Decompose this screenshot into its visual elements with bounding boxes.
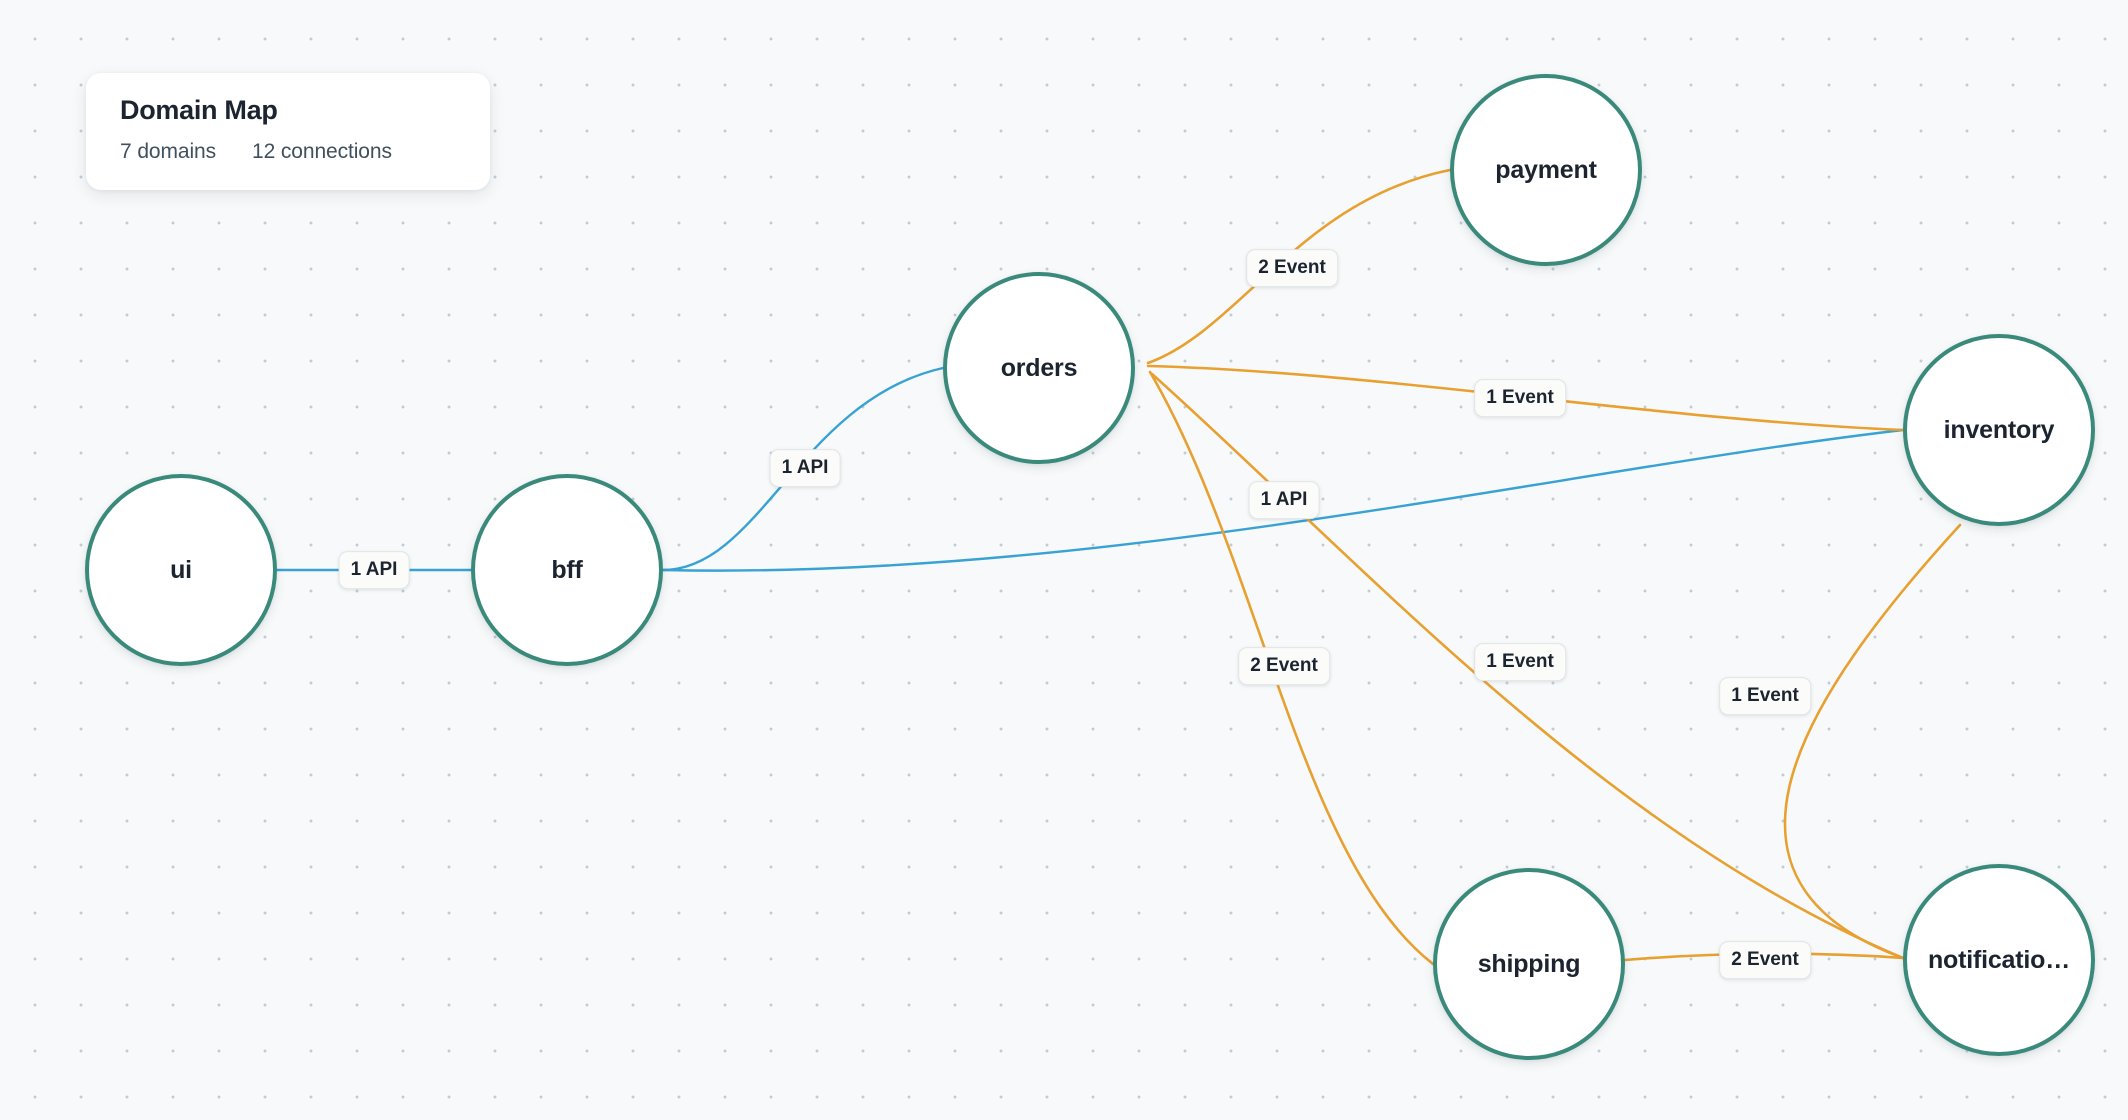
- node-label-payment: payment: [1495, 155, 1597, 184]
- node-payment[interactable]: payment: [1450, 74, 1642, 266]
- node-shipping[interactable]: shipping: [1433, 868, 1625, 1060]
- edge-label-shipping-notification[interactable]: 2 Event: [1719, 941, 1811, 979]
- card-stats: 7 domains 12 connections: [120, 140, 456, 164]
- edge-label-inventory-notification[interactable]: 1 Event: [1719, 677, 1811, 715]
- node-orders[interactable]: orders: [943, 272, 1135, 464]
- node-label-shipping: shipping: [1477, 949, 1581, 978]
- edge-label-orders-payment[interactable]: 2 Event: [1246, 249, 1338, 287]
- node-label-ui: ui: [170, 555, 192, 584]
- domains-count: 7 domains: [120, 140, 216, 163]
- node-label-inventory: inventory: [1943, 415, 2055, 444]
- node-label-notification: notificatio…: [1927, 945, 2071, 974]
- node-inventory[interactable]: inventory: [1903, 334, 2095, 526]
- node-ui[interactable]: ui: [85, 474, 277, 666]
- edge-label-bff-inventory[interactable]: 1 API: [1248, 481, 1320, 519]
- node-notification[interactable]: notificatio…: [1903, 864, 2095, 1056]
- edge-label-ui-bff[interactable]: 1 API: [338, 551, 410, 589]
- node-bff[interactable]: bff: [471, 474, 663, 666]
- edge-label-orders-inventory[interactable]: 1 Event: [1474, 379, 1566, 417]
- edge-label-orders-notification[interactable]: 1 Event: [1474, 643, 1566, 681]
- node-label-bff: bff: [551, 555, 583, 584]
- connections-count: 12 connections: [252, 140, 392, 163]
- domain-map-card: Domain Map 7 domains 12 connections: [86, 73, 490, 190]
- node-label-orders: orders: [1000, 353, 1078, 382]
- edge-label-bff-orders[interactable]: 1 API: [769, 449, 841, 487]
- page-title: Domain Map: [120, 95, 278, 125]
- edge-label-orders-shipping[interactable]: 2 Event: [1238, 647, 1330, 685]
